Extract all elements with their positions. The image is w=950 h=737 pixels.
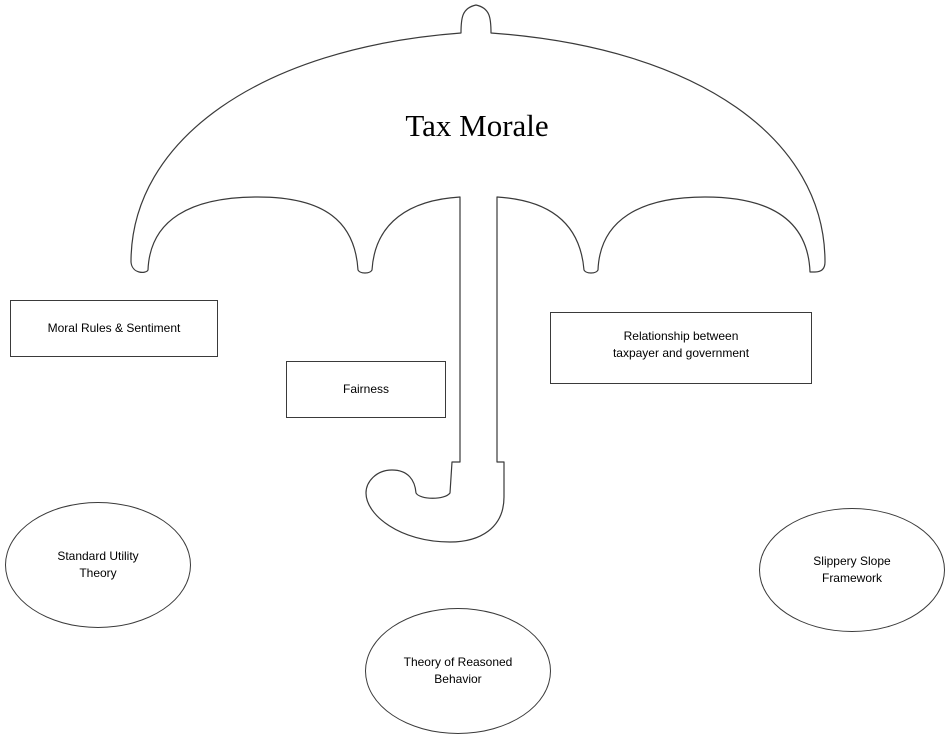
theory-label: Slippery Slope Framework	[813, 554, 891, 585]
concept-box-moral-rules: Moral Rules & Sentiment	[10, 300, 218, 357]
theory-oval-reasoned-behavior: Theory of Reasoned Behavior	[365, 608, 551, 734]
theory-label: Standard Utility Theory	[57, 549, 139, 580]
concept-label: Relationship between taxpayer and govern…	[612, 329, 750, 360]
concept-label: Fairness	[342, 382, 389, 396]
umbrella-canopy	[130, 4, 826, 543]
theory-label: Theory of Reasoned Behavior	[403, 655, 513, 686]
theory-oval-slippery-slope: Slippery Slope Framework	[759, 508, 945, 632]
diagram-title: Tax Morale	[405, 108, 549, 143]
theory-oval-standard-utility: Standard Utility Theory	[5, 502, 191, 628]
concept-box-fairness: Fairness	[286, 361, 446, 418]
concept-box-relationship: Relationship between taxpayer and govern…	[550, 312, 812, 384]
concept-label: Moral Rules & Sentiment	[47, 321, 181, 335]
